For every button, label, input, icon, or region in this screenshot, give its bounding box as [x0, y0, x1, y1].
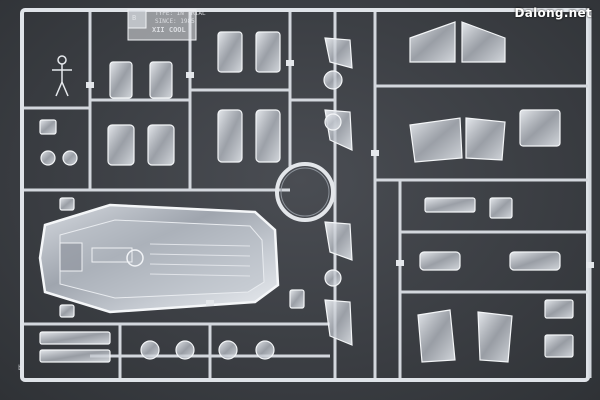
- hull-part: [38, 203, 280, 314]
- central-ring: [275, 162, 335, 222]
- runner-tag-line1: TYPE: IN TRIAL: [155, 10, 206, 17]
- small-parts: [39, 21, 574, 363]
- runner-tag: [127, 9, 197, 41]
- watermark: Dalong.net: [514, 6, 592, 20]
- corner-mark: b: [18, 364, 23, 372]
- runner-tag-number: B: [132, 14, 137, 22]
- outer-frame: [20, 8, 590, 382]
- figure-part: [52, 55, 72, 97]
- runner-tag-line2: SINCE: 1985: [155, 18, 195, 25]
- runner-tag-line3: XII COOL: [152, 26, 186, 34]
- gates: [86, 60, 594, 306]
